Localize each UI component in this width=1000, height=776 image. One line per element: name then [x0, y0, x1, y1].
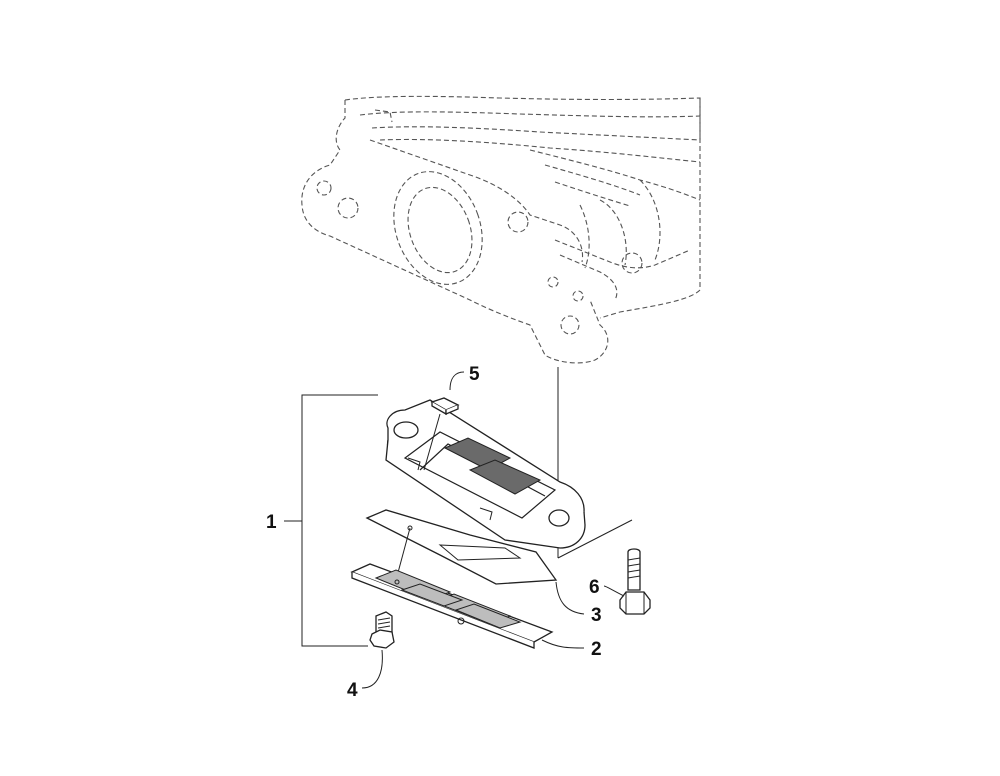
callout-6-leader — [603, 585, 625, 597]
assembly-bracket — [301, 394, 378, 647]
reed-petal-sheet — [365, 509, 558, 585]
callout-1: 1 — [266, 512, 277, 533]
screw-part-4 — [369, 611, 395, 649]
callout-3: 3 — [591, 605, 602, 626]
reed-stop-clip — [423, 397, 460, 471]
callout-5-leader — [449, 371, 465, 391]
callout-3-leader — [555, 581, 585, 615]
callout-4: 4 — [347, 680, 358, 701]
bolt-part-6 — [619, 548, 651, 615]
callout-4-leader — [361, 649, 383, 689]
callout-5: 5 — [469, 364, 480, 385]
callout-2-leader — [541, 639, 585, 649]
callout-6: 6 — [589, 577, 600, 598]
bolt-6-leader-line — [557, 519, 633, 559]
engine-phantom-outline — [301, 95, 701, 364]
reed-gasket-plate — [350, 563, 554, 649]
reed-valve-housing — [385, 399, 586, 549]
callout-2: 2 — [591, 639, 602, 660]
